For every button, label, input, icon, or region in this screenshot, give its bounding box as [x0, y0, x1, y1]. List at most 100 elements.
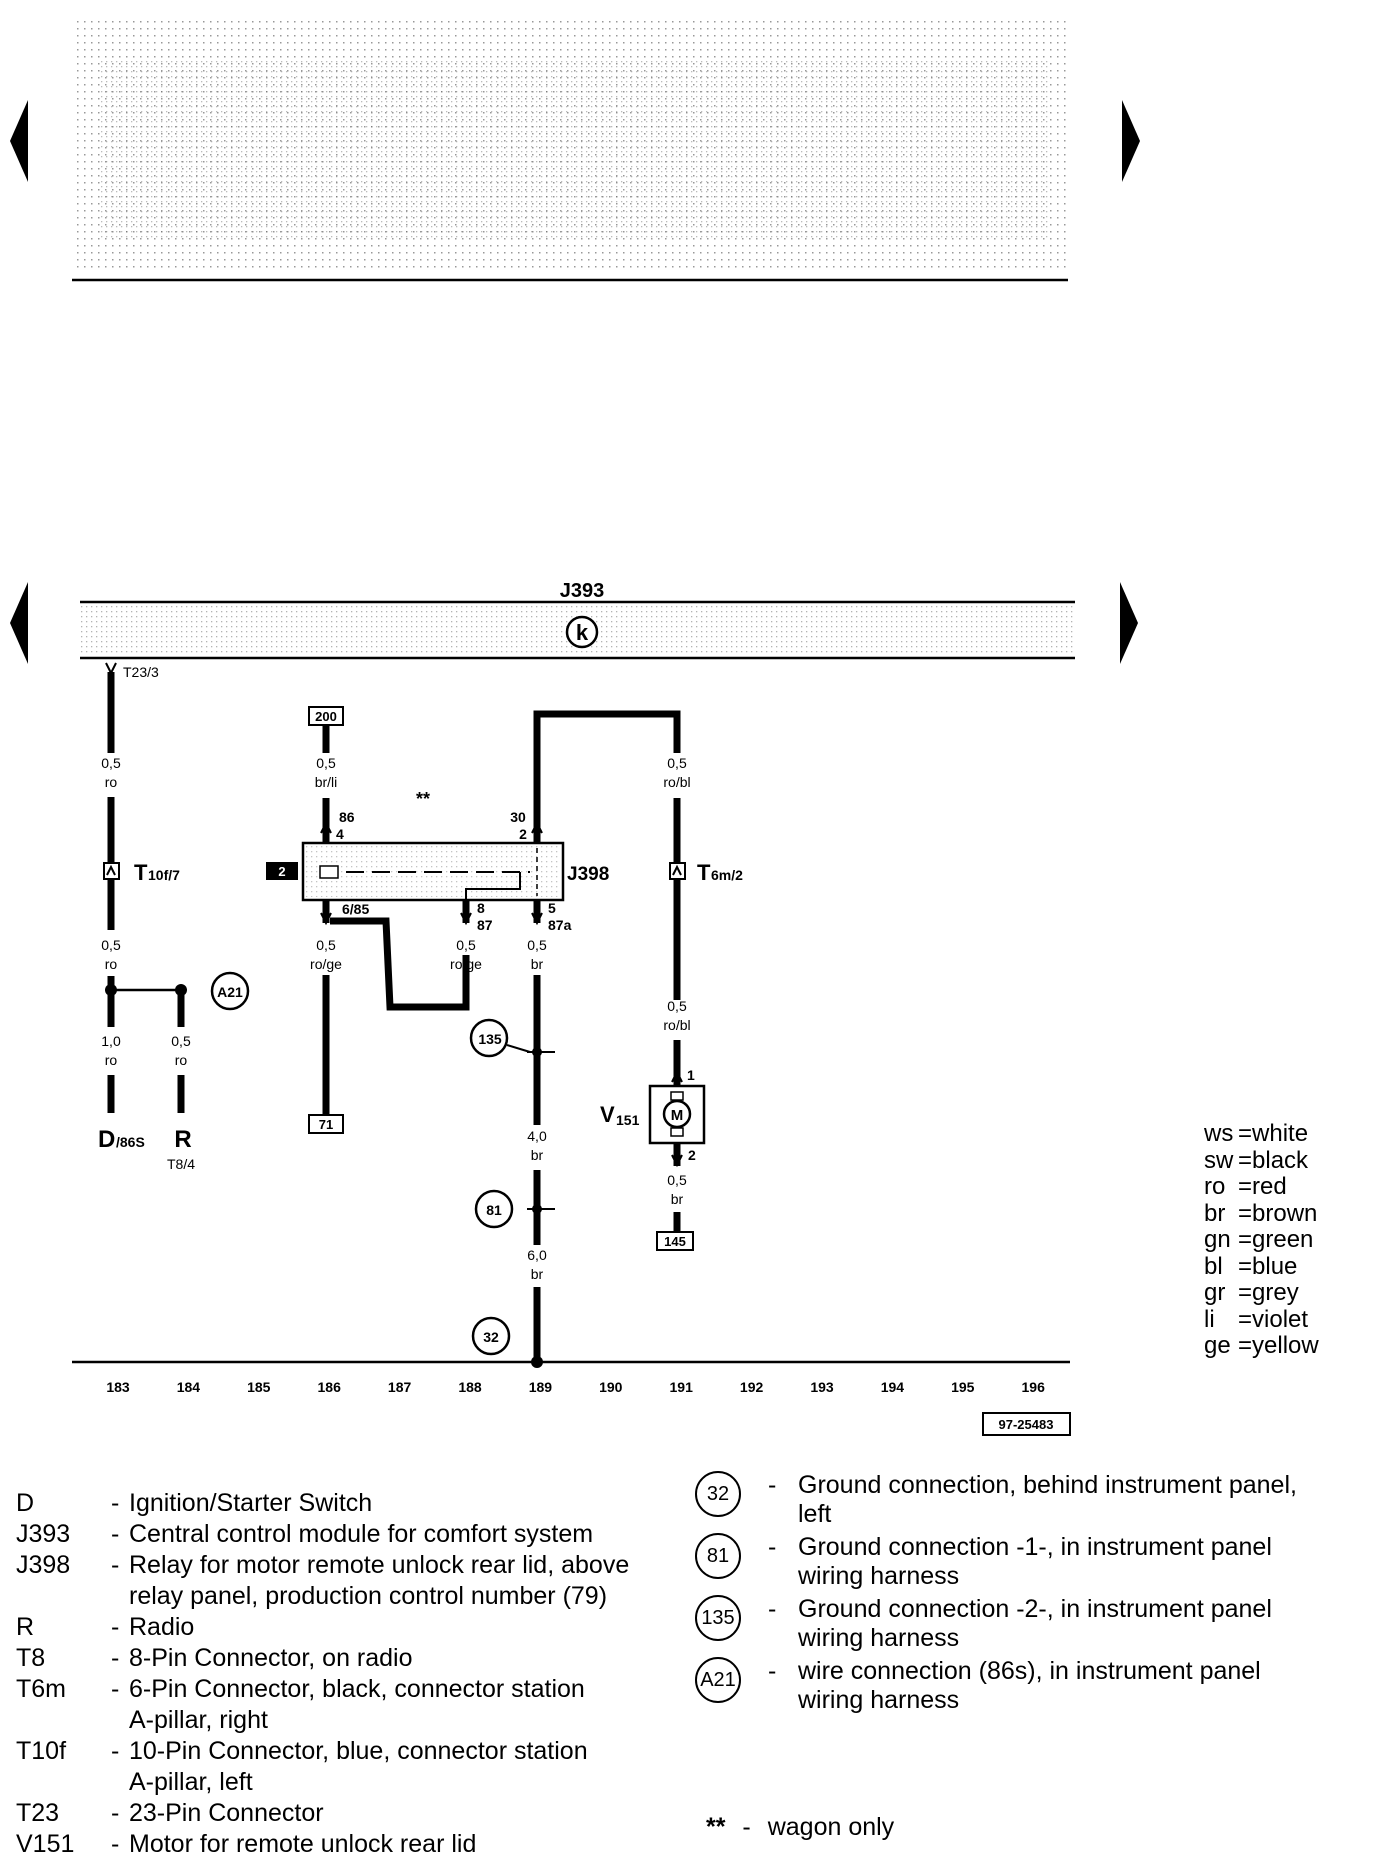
color-code-row: ge= yellow	[1204, 1332, 1319, 1359]
color-code: sw	[1204, 1146, 1234, 1174]
next-page-arrow-top[interactable]	[1122, 100, 1140, 182]
drawing-number-box	[982, 1412, 1071, 1436]
ground-legend: 32-Ground connection, behind instrument …	[695, 1471, 1335, 1719]
legend-row: A-pillar, left	[16, 1767, 656, 1798]
ground-legend-text: wiring harness	[798, 1686, 960, 1714]
track-number: 193	[810, 1379, 834, 1395]
legend-text: 8-Pin Connector, on radio	[129, 1644, 413, 1672]
ground-legend-text: Ground connection, behind instrument pan…	[798, 1471, 1297, 1499]
pin-label: 87	[477, 917, 493, 933]
legend-text: Relay for motor remote unlock rear lid, …	[129, 1551, 630, 1579]
ground-legend-text: Ground connection -1-, in instrument pan…	[798, 1533, 1272, 1561]
color-name: violet	[1252, 1305, 1309, 1333]
ground-legend-text: Ground connection -2-, in instrument pan…	[798, 1595, 1272, 1623]
legend-text: Central control module for comfort syste…	[129, 1520, 594, 1548]
t10f-connector	[103, 862, 120, 880]
wire-color: ro	[105, 1052, 118, 1068]
j398-label: J398	[567, 864, 609, 885]
ground-circle-icon: A21	[695, 1657, 741, 1703]
ground-circle-icon: 135	[695, 1595, 741, 1641]
next-page-arrow-bottom[interactable]	[1120, 582, 1138, 664]
legend-code: J398	[16, 1551, 71, 1579]
color-code: bl	[1204, 1252, 1223, 1280]
color-code: br	[1204, 1199, 1226, 1227]
color-code: gr	[1204, 1279, 1226, 1306]
t6m-connector	[669, 862, 686, 880]
wire-size: 4,0	[527, 1128, 547, 1144]
color-name: brown	[1252, 1199, 1318, 1227]
legend-row: relay panel, production control number (…	[16, 1581, 656, 1612]
wire-color: ro/ge	[450, 956, 482, 972]
track-number: 183	[106, 1379, 130, 1395]
track-number: 185	[247, 1379, 271, 1395]
prev-page-arrow-top[interactable]	[10, 100, 28, 182]
legend-row: T6m-6-Pin Connector, black, connector st…	[16, 1674, 656, 1705]
wire-size: 0,5	[667, 755, 687, 771]
ground-135-symbol	[469, 1018, 509, 1058]
color-name: yellow	[1252, 1332, 1319, 1359]
ref-71-text: 71	[319, 1117, 333, 1132]
wagon-note-mark: **	[706, 1813, 726, 1841]
legend-text: Radio	[129, 1613, 195, 1641]
color-code: ro	[1204, 1173, 1226, 1200]
legend-code: T10f	[16, 1737, 67, 1765]
j398-marker-box	[266, 862, 298, 880]
legend-code: T8	[16, 1644, 46, 1672]
color-name: green	[1252, 1226, 1314, 1253]
wire-color: br	[671, 1191, 684, 1207]
legend-code	[16, 1581, 111, 1612]
wire-size: 0,5	[316, 755, 336, 771]
pin-label: 5	[548, 900, 556, 916]
j393-k-text: k	[576, 620, 589, 645]
legend-code	[16, 1767, 111, 1798]
ground-legend-row: 32-Ground connection, behind instrument …	[695, 1471, 1335, 1529]
color-name: red	[1252, 1173, 1287, 1200]
t6m-letter: T	[697, 860, 711, 885]
ground-legend-row: 81-Ground connection -1-, in instrument …	[695, 1533, 1335, 1591]
track-number: 196	[1022, 1379, 1046, 1395]
ground-81-symbol	[474, 1189, 514, 1229]
wire-color: br/li	[315, 774, 338, 790]
color-name: black	[1252, 1146, 1309, 1174]
t23-label: T23/3	[123, 664, 159, 680]
ground-legend-text: wiring harness	[798, 1624, 960, 1652]
wire-color: br	[531, 1147, 544, 1163]
color-code-row: ws= white	[1204, 1120, 1309, 1147]
color-code-row: ro= red	[1204, 1173, 1287, 1200]
track-number: 189	[529, 1379, 553, 1395]
ground-legend-row: 135-Ground connection -2-, in instrument…	[695, 1595, 1335, 1653]
color-code: ws	[1204, 1120, 1234, 1147]
pin-label: 8	[477, 900, 485, 916]
track-number: 191	[670, 1379, 694, 1395]
legend-row: V151-Motor for remote unlock rear lid	[16, 1829, 656, 1860]
t10f-sub: 10f/7	[148, 867, 180, 883]
motor-symbol: M	[671, 1107, 684, 1124]
track-number: 187	[388, 1379, 412, 1395]
wire-color: ro	[175, 1052, 188, 1068]
wire-size: 6,0	[527, 1247, 547, 1263]
color-code: li	[1204, 1305, 1215, 1333]
color-code: gn	[1204, 1226, 1231, 1253]
wire-size: 0,5	[101, 755, 121, 771]
pin-label: 6/85	[342, 901, 369, 917]
r-label: R	[174, 1126, 191, 1153]
t6m-sub: 6m/2	[711, 867, 743, 883]
ground-legend-text: left	[798, 1500, 832, 1528]
legend-text: 6-Pin Connector, black, connector statio…	[129, 1675, 585, 1703]
pin-label: 1	[687, 1067, 695, 1083]
t10f-letter: T	[134, 860, 148, 885]
legend-code: T23	[16, 1799, 60, 1827]
color-name: blue	[1252, 1252, 1298, 1280]
ground-32-symbol	[471, 1316, 511, 1356]
wire-size: 0,5	[667, 998, 687, 1014]
legend-code: V151	[16, 1830, 75, 1858]
v151-letter: V	[600, 1102, 615, 1127]
wagon-note: ** - wagon only	[706, 1813, 895, 1841]
g135-text: 135	[478, 1031, 502, 1047]
prev-page-arrow-bottom[interactable]	[10, 582, 28, 664]
legend-text: 23-Pin Connector	[129, 1799, 324, 1827]
legend-row: D-Ignition/Starter Switch	[16, 1488, 656, 1519]
j393-k-symbol	[565, 615, 599, 649]
